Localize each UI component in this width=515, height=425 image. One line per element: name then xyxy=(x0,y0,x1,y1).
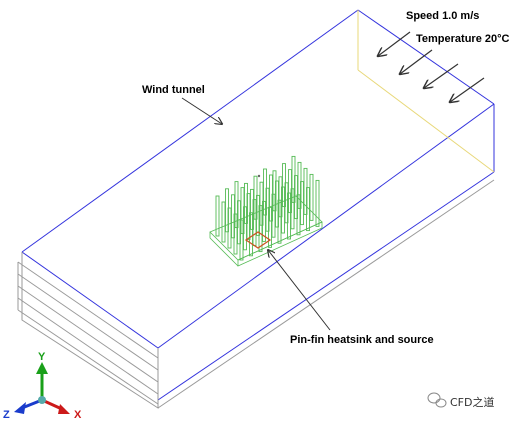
heatsink-label: Pin-fin heatsink and source xyxy=(290,334,434,346)
pin-fin xyxy=(303,167,308,215)
pin-fin xyxy=(227,207,232,249)
pin-fin xyxy=(258,205,263,253)
pin-fin xyxy=(244,182,248,224)
pin-fin xyxy=(233,213,238,255)
pin-fin xyxy=(315,179,320,227)
pin-fin xyxy=(239,219,244,261)
pin-fin xyxy=(287,192,291,240)
temperature-label: Temperature 20°C xyxy=(416,33,510,45)
pin-fin xyxy=(272,170,277,212)
pin-fin xyxy=(215,195,220,237)
origin-marker xyxy=(38,396,46,404)
pin-fin xyxy=(288,169,292,214)
wind-tunnel-label: Wind tunnel xyxy=(142,84,205,96)
pin-fin xyxy=(309,173,314,221)
pin-fin-array xyxy=(215,155,320,261)
outlet-stack xyxy=(17,179,495,409)
pin-fin xyxy=(297,161,302,209)
pin-fin xyxy=(221,201,226,243)
probe-dot xyxy=(257,174,261,178)
wind-tunnel-leader xyxy=(181,97,222,124)
pin-fin xyxy=(284,182,289,224)
watermark: CFD之道 xyxy=(427,392,494,409)
pin-fin xyxy=(294,175,298,220)
watermark-text: CFD之道 xyxy=(450,395,494,409)
y-axis-arrow-icon xyxy=(36,362,48,374)
pin-fin xyxy=(282,163,286,208)
x-axis-label: X xyxy=(74,409,82,421)
pin-fin xyxy=(268,206,272,248)
pin-fin xyxy=(306,187,310,232)
pin-fin xyxy=(275,180,279,228)
z-axis-arrow-icon xyxy=(14,402,26,414)
z-axis-label: Z xyxy=(3,409,10,421)
speed-label: Speed 1.0 m/s xyxy=(406,10,479,22)
pin-fin xyxy=(252,199,257,247)
pin-fin xyxy=(262,200,266,242)
pin-fin xyxy=(271,193,276,238)
pin-fin xyxy=(231,194,235,239)
pin-fin xyxy=(250,188,254,230)
pin-fin xyxy=(249,212,253,257)
heatsink-base xyxy=(209,195,323,267)
pin-fin xyxy=(265,187,270,232)
pin-fin xyxy=(263,168,267,216)
pin-fin xyxy=(269,174,273,222)
pin-fin xyxy=(300,181,304,226)
heatsink-leader xyxy=(268,250,331,331)
flow-arrows xyxy=(378,31,485,102)
pin-fin xyxy=(240,187,245,235)
heat-source xyxy=(244,231,272,249)
pin-fin xyxy=(281,186,285,234)
pin-fin xyxy=(243,206,247,251)
wind-tunnel-box xyxy=(21,9,495,401)
axis-triad: Y Z X xyxy=(3,351,82,421)
pin-fin xyxy=(290,188,295,230)
pin-fin xyxy=(256,194,260,236)
pin-fin xyxy=(277,199,282,244)
pin-fin xyxy=(253,175,258,220)
pin-fin xyxy=(246,193,251,241)
x-axis-arrow-icon xyxy=(58,404,70,414)
pin-fin xyxy=(291,155,296,203)
inlet-face xyxy=(357,10,495,173)
pin-fin xyxy=(259,181,264,226)
pin-fin xyxy=(237,200,241,245)
pin-fin xyxy=(278,176,283,218)
wechat-icon xyxy=(427,392,447,408)
pin-fin xyxy=(296,194,301,236)
y-axis-label: Y xyxy=(38,351,46,363)
pin-fin xyxy=(225,188,229,233)
pin-fin xyxy=(234,181,239,229)
